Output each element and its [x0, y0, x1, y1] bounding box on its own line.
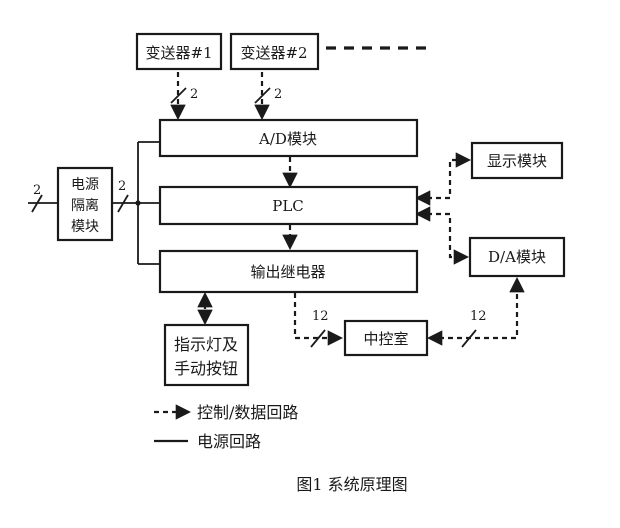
power-isolation-line-2: 隔离: [71, 197, 99, 214]
legend-control-data-label: 控制/数据回路: [197, 403, 298, 422]
legend: 控制/数据回路 电源回路: [154, 403, 298, 451]
plc-da-line: [414, 206, 470, 265]
data-lines: [170, 46, 525, 348]
t1-count-label: 2: [190, 87, 198, 102]
block-indicator-buttons: 指示灯及 手动按钮: [163, 323, 250, 387]
block-ad-module: A/D模块: [158, 118, 419, 158]
line-labels: 2 2 2 2 12 12: [33, 87, 487, 324]
display-module-label: 显示模块: [487, 152, 547, 170]
ad-module-label: A/D模块: [258, 130, 317, 148]
relay-ccr-slash: [310, 329, 326, 348]
power-out-count-label: 2: [118, 179, 126, 194]
legend-power-label: 电源回路: [197, 432, 261, 451]
indicator-buttons-line-1: 指示灯及: [174, 335, 238, 354]
ccr-da-line: [426, 276, 525, 346]
relay-ccr-count-label: 12: [312, 309, 329, 324]
t2-slash: [254, 87, 271, 104]
t2-count-label: 2: [274, 87, 282, 102]
output-relay-label: 输出继电器: [250, 263, 325, 281]
ccr-da-slash: [461, 329, 477, 348]
da-module-label: D/A模块: [488, 248, 546, 266]
power-isolation-line-3: 模块: [71, 219, 99, 235]
figure-caption: 图1 系统原理图: [296, 475, 407, 494]
relay-to-ccr-line: [293, 284, 344, 346]
power-junction-dot: [135, 200, 141, 206]
block-transmitter-1: 变送器#1: [135, 32, 223, 71]
block-plc: PLC: [158, 185, 419, 226]
block-output-relay: 输出继电器: [158, 249, 419, 294]
power-output-slash: [117, 194, 129, 213]
plc-label: PLC: [272, 197, 304, 215]
block-display-module: 显示模块: [470, 141, 564, 180]
ccr-da-count-label: 12: [470, 309, 487, 324]
block-central-control-room: 中控室: [343, 319, 429, 357]
indicator-buttons-line-2: 手动按钮: [174, 359, 238, 378]
block-da-module: D/A模块: [468, 236, 566, 278]
power-input-slash: [31, 194, 43, 213]
transmitter-1-label: 变送器#1: [145, 44, 212, 62]
block-transmitter-2: 变送器#2: [229, 32, 320, 71]
central-control-room-label: 中控室: [363, 330, 408, 348]
power-in-count-label: 2: [33, 183, 41, 198]
power-isolation-line-1: 电源: [71, 177, 99, 193]
power-lines: [28, 141, 160, 265]
t1-slash: [170, 87, 187, 104]
block-power-isolation: 电源 隔离 模块: [56, 166, 114, 242]
plc-display-line: [414, 152, 472, 206]
transmitter-2-label: 变送器#2: [240, 44, 307, 62]
